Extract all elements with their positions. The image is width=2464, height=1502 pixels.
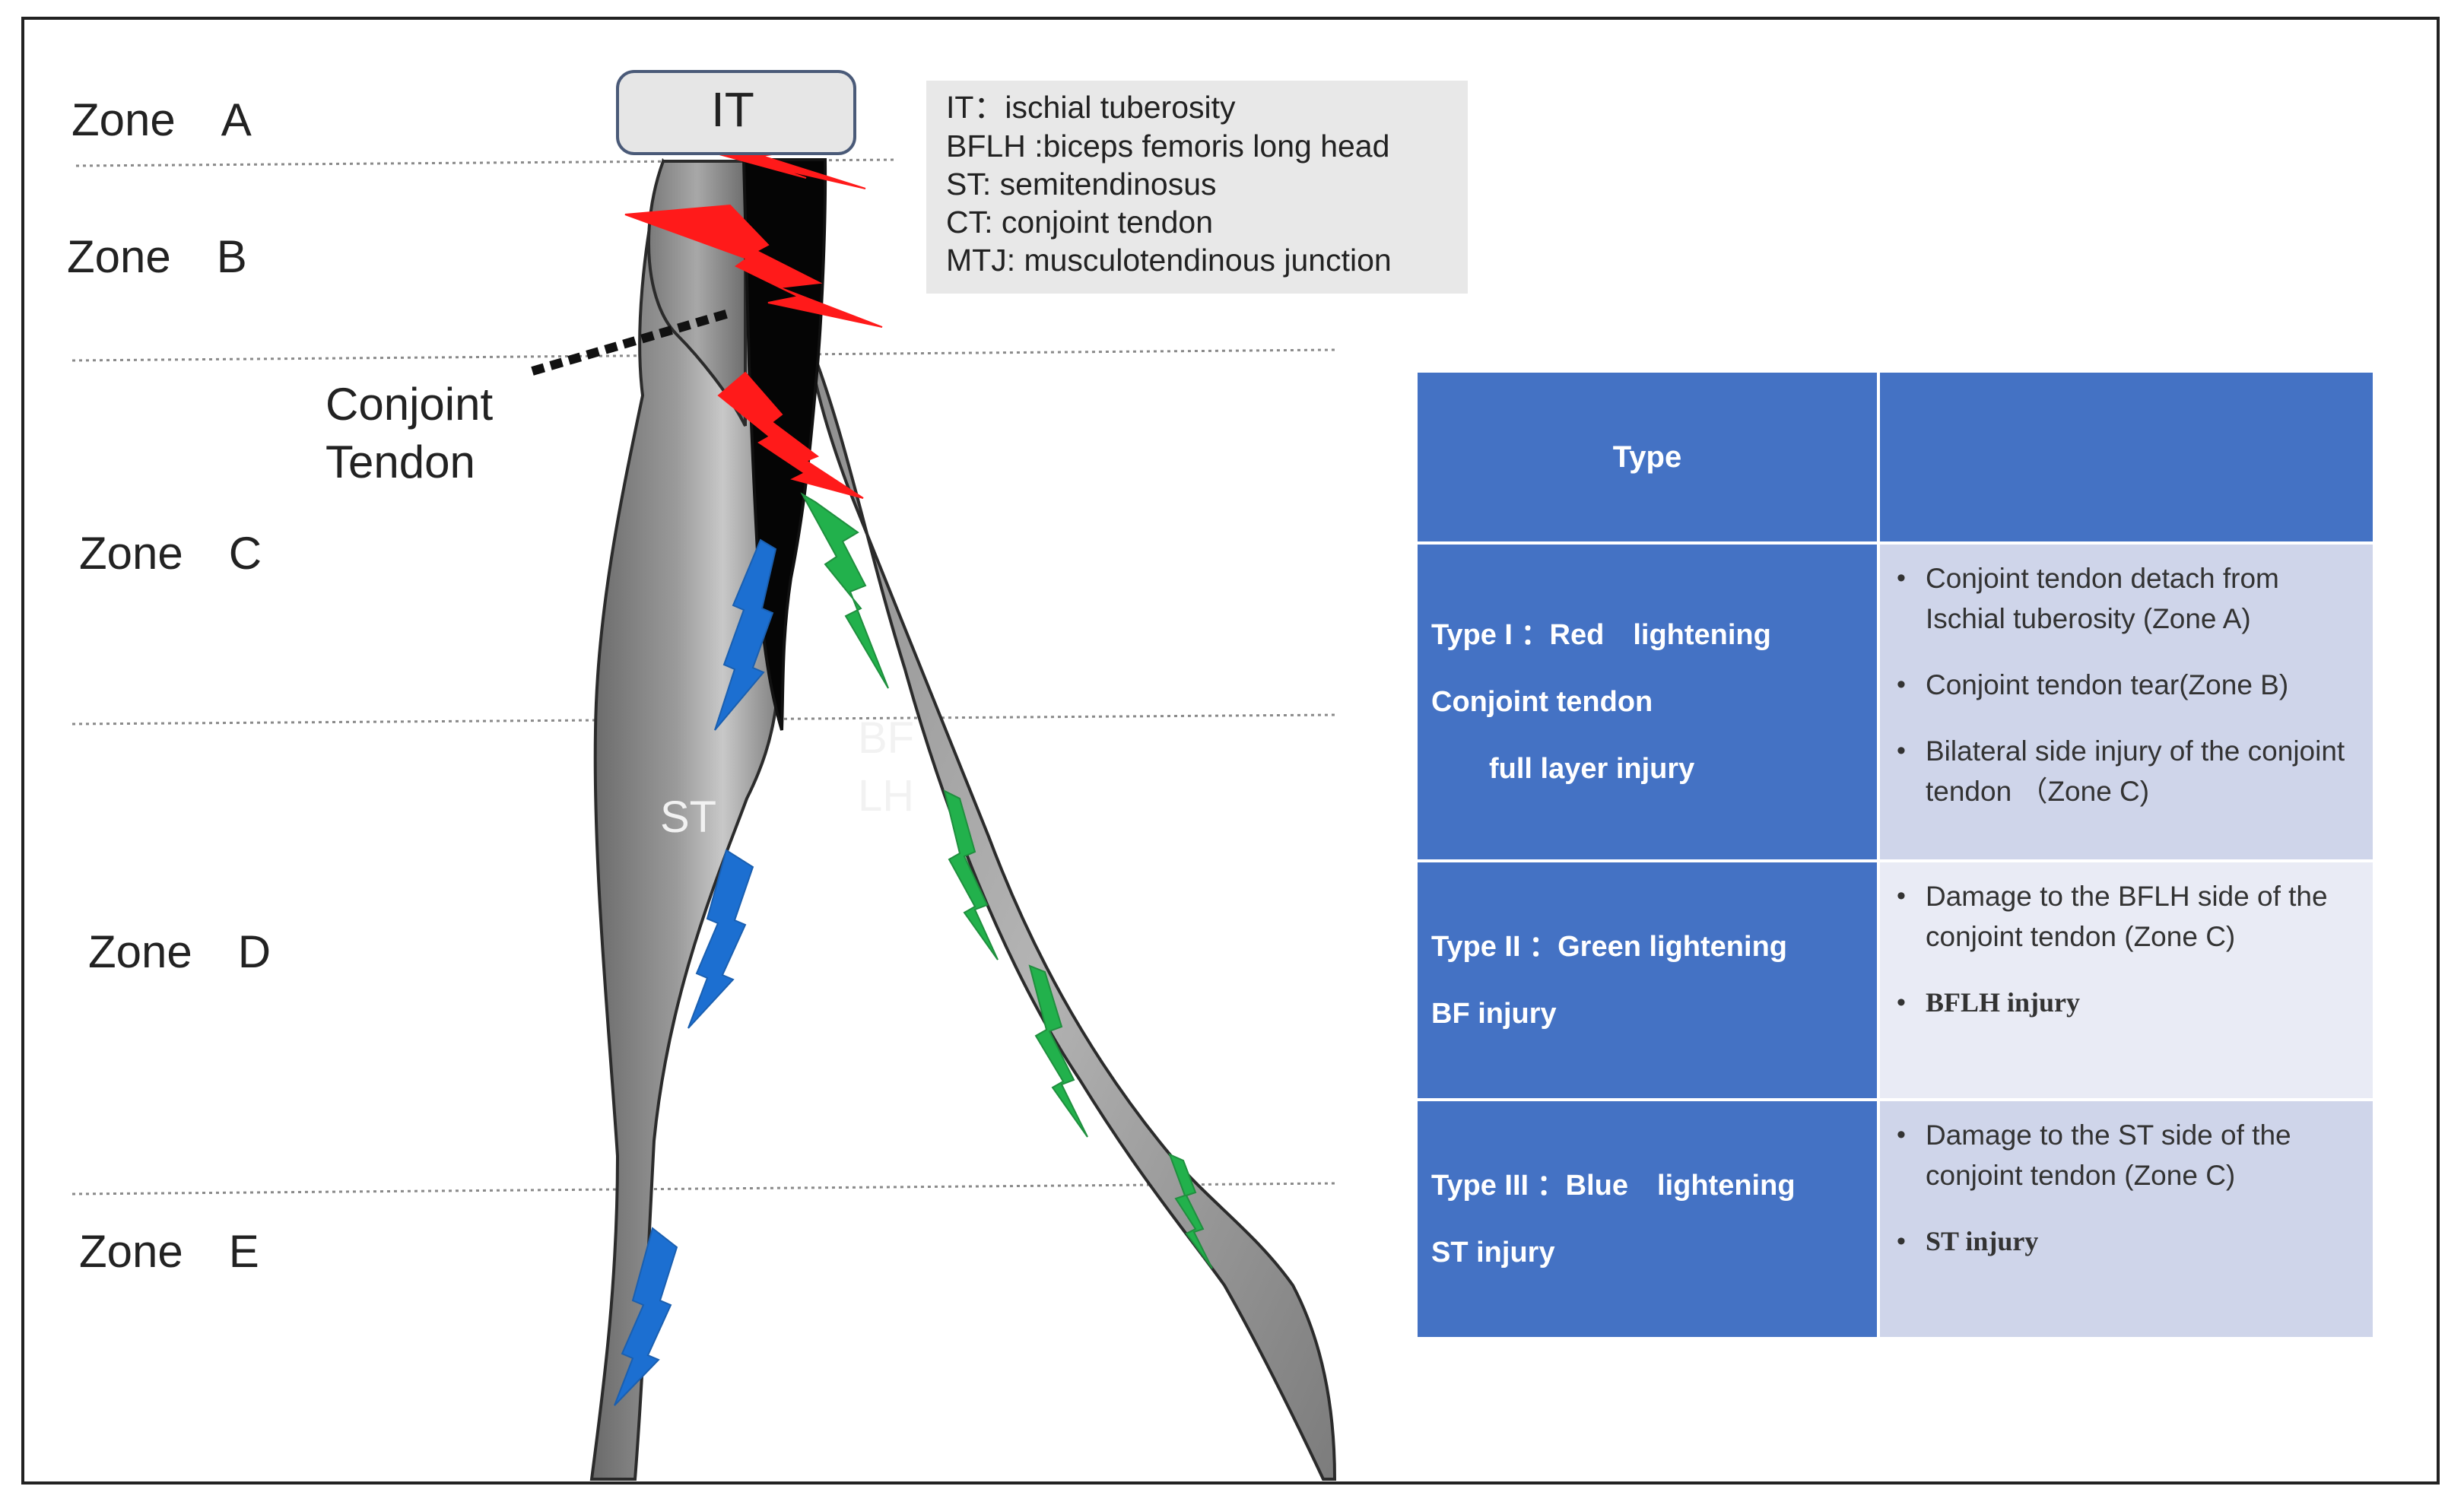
legend-item-it: IT：ischial tuberosity [946,90,1236,125]
blue-lightning-group [614,538,777,1406]
type-1-bullet-1: Conjoint tendon detach from Ischial tube… [1891,558,2365,639]
bf-label-line1: BF [858,713,914,763]
type-1-description-cell: Conjoint tendon detach from Ischial tube… [1877,541,2376,862]
type-1-bullet-3: Bilateral side injury of the conjoint te… [1891,731,2365,811]
table-row-type-2: Type II ：Green lightening BF injury Dama… [1415,859,2376,1101]
type-2-line2: BF injury [1431,998,1557,1030]
table-row-type-3: Type III ：Blue lightening ST injury Dama… [1415,1098,2376,1340]
green-lightning-icon-zone-e [1168,1153,1213,1269]
red-lightning-icon-zone-c [717,371,864,499]
legend-item-ct: CT: conjoint tendon [946,205,1213,240]
green-lightning-icon-zone-c [800,492,889,689]
ischial-tuberosity-box [616,70,856,155]
type-3-bullet-1: Damage to the ST side of the conjoint te… [1891,1115,2365,1196]
type-3-title: Type III ：Blue lightening [1431,1170,1796,1202]
type-2-title: Type II ：Green lightening [1431,931,1788,963]
legend-box [926,81,1468,294]
zone-divider-de [71,1182,1335,1196]
injury-type-table: Type Type I ：Red lightening Conjoint ten… [1415,370,2376,1340]
type-2-description-cell: Damage to the BFLH side of the conjoint … [1877,859,2376,1101]
type-1-line3: full layer injury [1489,753,1695,785]
legend-item-st: ST: semitendinosus [946,167,1217,202]
table-row-type-1: Type I ：Red lightening Conjoint tendon f… [1415,541,2376,862]
figure-frame [21,17,2440,1485]
zone-label-e: Zone E [79,1226,259,1277]
conjoint-tendon-pointer [531,309,730,376]
type-3-description-cell: Damage to the ST side of the conjoint te… [1877,1098,2376,1340]
type-1-line2: Conjoint tendon [1431,686,1653,718]
type-3-line2: ST injury [1431,1237,1555,1269]
abbreviation-legend: IT：ischial tuberosity BFLH :biceps femor… [926,81,1468,294]
zone-label-d: Zone D [88,926,271,977]
zone-label-b: Zone B [67,231,247,282]
type-2-bullet-2: BFLH injury [1891,983,2365,1023]
header-type-cell: Type [1415,370,1880,545]
header-desc-cell [1877,370,2376,545]
conjoint-label-line2: Tendon [325,437,475,487]
green-lightning-icon-zone-d-upper [943,789,999,961]
type-1-title: Type I ：Red lightening [1431,619,1771,651]
zone-label-c: Zone C [79,528,262,579]
type-1-bullet-2: Conjoint tendon tear(Zone B) [1891,665,2365,705]
green-lightning-icon-zone-d-lower [1028,964,1088,1138]
type-2-cell: Type II ：Green lightening BF injury [1415,859,1880,1101]
it-label: IT [711,82,754,137]
zone-label-a: Zone A [71,94,252,145]
blue-lightning-icon-zone-d [687,849,754,1029]
biceps-femoris-long-head-muscle [805,334,1337,1481]
red-lightning-icon-zone-b [624,204,883,328]
type-2-bullet-1: Damage to the BFLH side of the conjoint … [1891,876,2365,957]
st-label: ST [660,792,716,842]
type-1-cell: Type I ：Red lightening Conjoint tendon f… [1415,541,1880,862]
blue-lightning-icon-zone-e [614,1227,678,1406]
table-header-row: Type [1415,370,2376,545]
type-3-cell: Type III ：Blue lightening ST injury [1415,1098,1880,1340]
conjoint-label-line1: Conjoint [325,379,493,430]
bf-label-line2: LH [858,771,914,821]
type-3-bullet-2: ST injury [1891,1221,2365,1262]
legend-item-mtj: MTJ: musculotendinous junction [946,243,1392,278]
legend-item-bflh: BFLH :biceps femoris long head [946,129,1389,164]
green-lightning-group [800,492,1213,1269]
blue-lightning-icon-zone-c [714,538,777,731]
